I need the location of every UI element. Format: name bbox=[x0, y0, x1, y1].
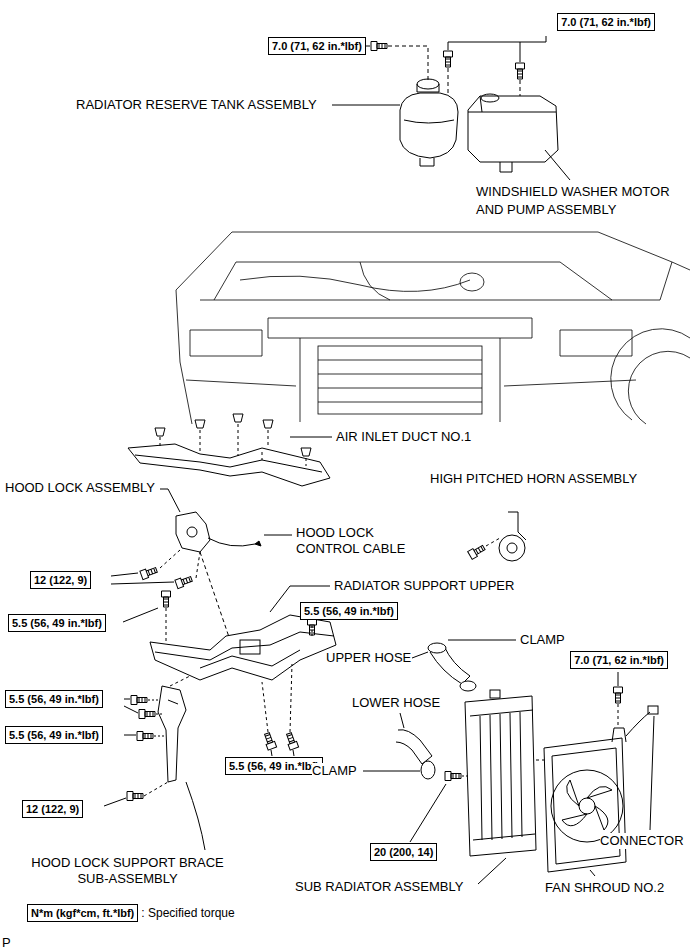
torque-box: 5.5 (56, 49 in.*lbf) bbox=[8, 614, 106, 632]
torque-box: 7.0 (71, 62 in.*lbf) bbox=[268, 37, 366, 55]
part-label: HOOD LOCK SUPPORT BRACE SUB-ASSEMBLY bbox=[25, 855, 230, 887]
part-label: CONNECTOR bbox=[600, 833, 684, 849]
radiator-support-upper bbox=[150, 615, 336, 680]
horn bbox=[486, 512, 526, 561]
torque-value: 7.0 (71, 62 in.*lbf) bbox=[561, 16, 651, 28]
torque-value: N*m (kgf*cm, ft.*lbf) bbox=[27, 904, 138, 922]
torque-box: 20 (200, 14) bbox=[370, 843, 437, 861]
part-label: WINDSHIELD WASHER MOTOR AND PUMP ASSEMBL… bbox=[476, 183, 676, 219]
torque-box: 5.5 (56, 49 in.*lbf) bbox=[5, 726, 103, 744]
part-label: FAN SHROUD NO.2 bbox=[545, 880, 664, 896]
part-label: RADIATOR SUPPORT UPPER bbox=[334, 578, 514, 594]
part-label: HOOD LOCK CONTROL CABLE bbox=[296, 525, 421, 557]
torque-value: 7.0 (71, 62 in.*lbf) bbox=[272, 40, 362, 52]
part-label: HOOD LOCK ASSEMBLY bbox=[5, 480, 155, 496]
torque-box: 7.0 (71, 62 in.*lbf) bbox=[557, 13, 655, 31]
hood-lock-support-brace bbox=[158, 686, 186, 782]
torque-box: 5.5 (56, 49 in.*lbf) bbox=[5, 690, 103, 708]
torque-value: 5.5 (56, 49 in.*lbf) bbox=[9, 729, 99, 741]
torque-box: 5.5 (56, 49 in.*lbf) bbox=[300, 602, 398, 620]
torque-box: 5.5 (56, 49 in.*lbf) bbox=[225, 757, 323, 775]
part-label: LOWER HOSE bbox=[352, 695, 440, 711]
part-label: UPPER HOSE bbox=[326, 650, 411, 666]
legend-note: : Specified torque bbox=[138, 904, 237, 922]
part-label: AIR INLET DUCT NO.1 bbox=[336, 429, 471, 445]
torque-legend: N*m (kgf*cm, ft.*lbf): Specified torque bbox=[27, 904, 238, 922]
torque-value: 7.0 (71, 62 in.*lbf) bbox=[574, 654, 664, 666]
torque-value: 5.5 (56, 49 in.*lbf) bbox=[12, 617, 102, 629]
torque-box: 12 (122, 9) bbox=[22, 800, 83, 818]
washer-tank bbox=[468, 94, 558, 172]
torque-value: 5.5 (56, 49 in.*lbf) bbox=[9, 693, 99, 705]
torque-value: 5.5 (56, 49 in.*lbf) bbox=[229, 760, 319, 772]
part-label: CLAMP bbox=[312, 763, 357, 779]
part-label: HIGH PITCHED HORN ASSEMBLY bbox=[430, 471, 637, 487]
part-label: P bbox=[2, 935, 11, 951]
reserve-tank bbox=[400, 79, 458, 166]
van-body bbox=[176, 232, 690, 424]
torque-box: 7.0 (71, 62 in.*lbf) bbox=[570, 651, 668, 669]
sub-radiator bbox=[465, 690, 536, 856]
hood-lock bbox=[176, 512, 261, 552]
air-inlet-duct bbox=[128, 414, 330, 486]
part-label: CLAMP bbox=[520, 632, 565, 648]
part-label: SUB RADIATOR ASSEMBLY bbox=[295, 879, 463, 895]
torque-box: 12 (122, 9) bbox=[30, 571, 91, 589]
torque-value: 5.5 (56, 49 in.*lbf) bbox=[304, 605, 394, 617]
torque-value: 12 (122, 9) bbox=[26, 803, 79, 815]
torque-value: 20 (200, 14) bbox=[374, 846, 433, 858]
torque-value: 12 (122, 9) bbox=[34, 574, 87, 586]
part-label: RADIATOR RESERVE TANK ASSEMBLY bbox=[76, 97, 317, 113]
